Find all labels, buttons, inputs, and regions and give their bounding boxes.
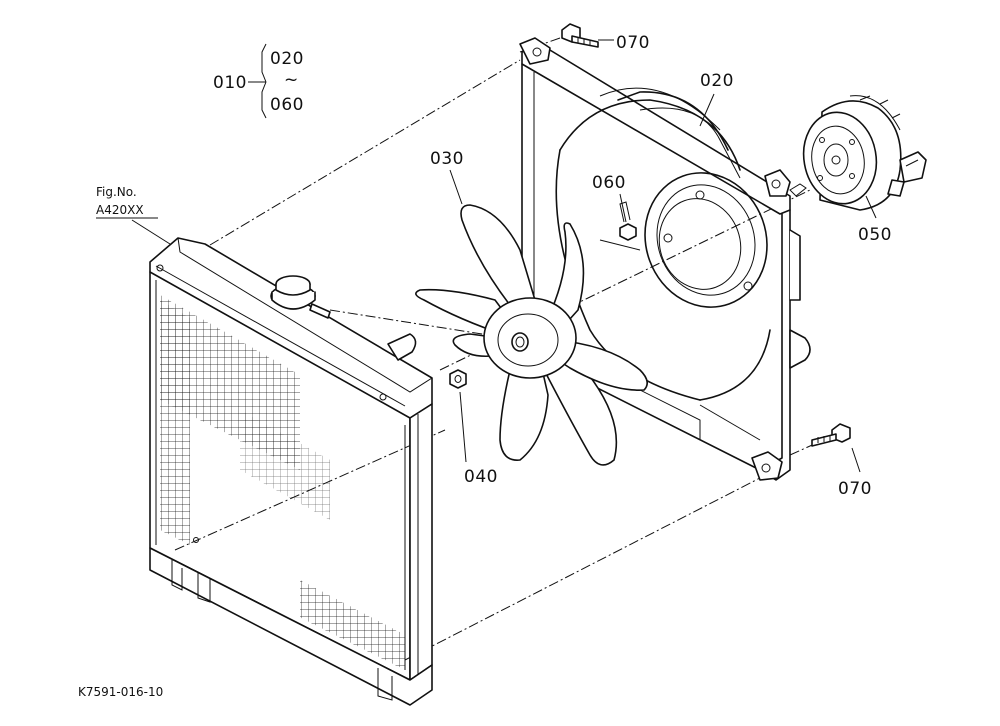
fan-motor bbox=[789, 95, 927, 211]
assembly-range-end-label: 060 bbox=[270, 95, 304, 115]
bolt-center-icon bbox=[619, 201, 637, 241]
callout-nut: 040 bbox=[464, 467, 498, 487]
radiator-cap-icon bbox=[270, 275, 331, 319]
assembly-parent-label: 010 bbox=[213, 73, 247, 93]
callout-fan: 030 bbox=[430, 149, 464, 169]
figure-reference-line1: Fig.No. bbox=[96, 185, 137, 199]
figure-reference-line2: A420XX bbox=[96, 203, 144, 217]
callout-bolt-bottom: 070 bbox=[838, 479, 872, 499]
fan-blade bbox=[415, 204, 648, 466]
radiator bbox=[149, 237, 433, 706]
callout-motor: 050 bbox=[858, 225, 892, 245]
radiator-core-fins bbox=[160, 295, 405, 670]
nut-icon bbox=[449, 369, 467, 389]
bolt-top-icon bbox=[561, 23, 599, 48]
fan-shroud bbox=[507, 37, 811, 481]
assembly-range-symbol: ~ bbox=[284, 70, 299, 90]
radiator-bottom-tank bbox=[149, 547, 433, 706]
callout-bolt-top: 070 bbox=[616, 33, 650, 53]
assembly-range-start-label: 020 bbox=[270, 49, 304, 69]
radiator-top-tank bbox=[149, 237, 433, 419]
leader-lines bbox=[131, 39, 877, 473]
drawing-code: K7591-016-10 bbox=[78, 685, 163, 699]
callout-bolt-center: 060 bbox=[592, 173, 626, 193]
upper-hose-neck bbox=[387, 333, 417, 361]
bolt-bottom-icon bbox=[811, 423, 851, 447]
callout-shroud: 020 bbox=[700, 71, 734, 91]
assembly-group-bracket bbox=[248, 43, 267, 119]
